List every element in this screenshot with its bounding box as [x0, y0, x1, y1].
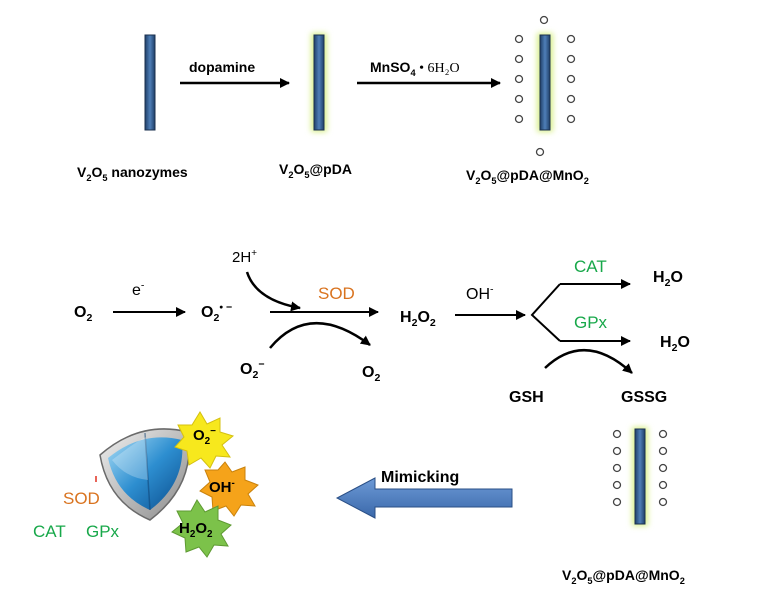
label-dopamine: dopamine — [189, 59, 256, 75]
label-shield-gpx: GPx — [86, 522, 120, 541]
label-star-h2o2: H2O2 — [179, 520, 213, 540]
label-sod: SOD — [318, 284, 355, 303]
label-mnso4: MnSO4 • 6H₂O — [370, 59, 460, 78]
label-h2o-cat: H2O — [653, 269, 683, 290]
label-electron: e- — [132, 279, 145, 299]
label-gpx: GPx — [574, 313, 608, 332]
shield-icon — [99, 428, 190, 521]
label-oh: OH- — [466, 283, 494, 303]
label-shield-cat: CAT — [33, 522, 66, 541]
oh-star — [199, 461, 259, 517]
bottom-particles — [612, 429, 668, 507]
label-mimicking: Mimicking — [381, 469, 460, 486]
mimicking-arrow — [335, 477, 513, 519]
label-h2o-gpx: H2O — [660, 334, 690, 355]
label-two-h: 2H+ — [232, 248, 257, 266]
label-bottom-mno2: V2O5@pDA@MnO2 — [562, 567, 685, 586]
label-o2: O2 — [74, 304, 93, 325]
label-cat: CAT — [574, 257, 607, 276]
label-gsh: GSH — [509, 389, 544, 406]
label-shield-sod: SOD — [63, 489, 100, 508]
label-v2o5-pda-mno2: V2O5@pDA@MnO2 — [466, 167, 589, 186]
gsh-curve — [544, 348, 633, 374]
label-v2o5-pda: V2O5@pDA — [279, 161, 352, 180]
label-h2o2: H2O2 — [400, 309, 436, 330]
pda-rod — [313, 34, 325, 131]
label-v2o5-nanozymes: V2O5 nanozymes — [77, 164, 188, 183]
superoxide-star — [174, 411, 235, 469]
branch-lines — [530, 283, 561, 342]
v2o5-rod — [144, 34, 156, 131]
label-superoxide: O2• − — [201, 301, 233, 325]
h2o2-star — [171, 499, 232, 558]
mno2-rod — [539, 34, 551, 131]
superoxide-curve — [269, 322, 371, 349]
bottom-rod — [634, 428, 646, 525]
mno2-particles — [514, 15, 576, 157]
label-gssg: GSSG — [621, 389, 668, 406]
two-h-curve — [245, 271, 301, 312]
label-star-superoxide: O2− — [193, 426, 216, 447]
label-o2-out: O2 — [362, 364, 381, 385]
label-star-oh: OH- — [209, 478, 235, 496]
label-superoxide-in: O2− — [240, 358, 265, 382]
